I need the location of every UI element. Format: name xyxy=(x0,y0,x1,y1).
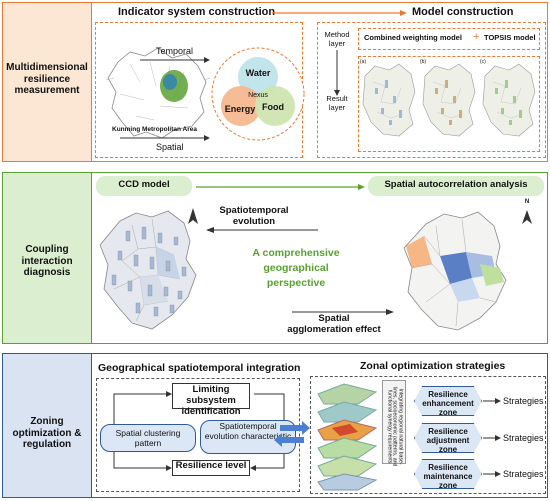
ccd-to-autocorr-arrow xyxy=(196,184,365,190)
integration-flow-lines xyxy=(113,391,285,471)
layered-maps xyxy=(317,383,378,491)
method-layer-label: Method layer xyxy=(324,30,350,48)
temporal-label: Temporal xyxy=(156,46,194,56)
integration-dashed-box xyxy=(96,378,300,492)
comprehensive-perspective-label: A comprehensive geographical perspective xyxy=(252,247,340,290)
bidirectional-arrows-icon xyxy=(274,421,310,447)
method-dashed-box xyxy=(358,28,540,50)
integration-title: Geographical spatiotemporal integration xyxy=(98,362,301,374)
evolution-characteristic-label: Spatiotemporal evolution characteristic xyxy=(204,421,292,441)
evolution-arrow xyxy=(206,227,318,233)
nexus-water-label: Water xyxy=(245,68,271,78)
spatial-autocorrelation-label: Spatial autocorrelation analysis xyxy=(384,179,528,190)
model-construction-title: Model construction xyxy=(412,6,514,18)
north-label: N xyxy=(524,199,530,205)
clustering-pattern-box xyxy=(100,424,196,452)
wef-nexus-diagram xyxy=(211,47,305,141)
plus-sign: + xyxy=(473,31,480,43)
nexus-center-label: Nexus xyxy=(248,92,268,99)
limiting-subsystem-box xyxy=(172,383,250,409)
zone-adjustment-hex xyxy=(414,423,482,453)
integrating-text: Integrating regional natural base-lines,… xyxy=(386,386,404,467)
ccd-model-label: CCD model xyxy=(118,179,170,190)
nexus-energy-label: Energy xyxy=(224,104,256,114)
result-map-tag-c: (c) xyxy=(480,59,486,65)
section-zoning-label-box xyxy=(2,353,92,498)
combined-weighting-model: Combined weighting model xyxy=(364,33,462,42)
strategy-maintenance-label: Strategies xyxy=(503,469,544,479)
zone-enhancement-label: Resilience enhancement zone xyxy=(422,390,474,418)
resilience-level-label: Resilience level xyxy=(175,460,247,471)
strategy-adjustment-label: Strategies xyxy=(503,433,544,443)
strategy-enhancement-label: Strategies xyxy=(503,396,544,406)
model-dashed-box xyxy=(317,22,546,158)
yunnan-province-map xyxy=(105,47,211,139)
integrating-text-box xyxy=(382,380,406,464)
section-measurement-label-box xyxy=(2,2,92,162)
result-maps xyxy=(362,63,536,137)
spatiotemporal-evolution-label: Spatiotemporal evolution xyxy=(219,205,289,227)
north-arrow-left-icon xyxy=(188,208,198,224)
zone-enhancement-hex xyxy=(414,386,482,416)
result-dashed-box xyxy=(358,56,540,152)
spatial-autocorrelation-box xyxy=(368,176,544,196)
method-to-result-arrow xyxy=(334,50,340,96)
section-zoning-label: Zoning optimization & regulation xyxy=(12,416,82,450)
dimension-arrows xyxy=(120,57,210,141)
zone-maintenance-hex xyxy=(414,459,482,489)
strategy-arrows xyxy=(483,398,501,477)
zonal-dashed-box xyxy=(310,376,546,494)
result-layer-label: Result layer xyxy=(326,94,348,112)
section-coupling-label: Coupling interaction diagnosis xyxy=(21,244,73,278)
agglomeration-effect-label: Spatial agglomeration effect xyxy=(287,313,381,335)
section-coupling-label-box xyxy=(2,172,92,344)
result-map-tag-b: (b) xyxy=(420,59,427,65)
autocorrelation-map xyxy=(403,211,507,331)
title-connector-arrow xyxy=(272,10,407,16)
zonal-title: Zonal optimization strategies xyxy=(360,360,506,372)
ccd-model-box xyxy=(96,176,192,196)
limiting-subsystem-label: Limiting subsystem identification xyxy=(181,384,241,417)
result-map-tag-a: (a) xyxy=(360,59,367,65)
topsis-model: TOPSIS model xyxy=(484,33,536,42)
nexus-food-label: Food xyxy=(262,102,284,112)
kunming-area-label: Kunming Metropolitan Area xyxy=(112,126,197,133)
agglomeration-arrow xyxy=(292,309,394,315)
zone-maintenance-label: Resilience maintenance zone xyxy=(423,463,473,491)
indicator-system-title: Indicator system construction xyxy=(118,6,276,18)
spatial-label: Spatial xyxy=(156,142,184,152)
section-measurement-label: Multidimensional resilience measurement xyxy=(6,62,88,96)
north-arrow-right-icon xyxy=(522,210,532,224)
resilience-level-box xyxy=(172,460,250,476)
ccd-map xyxy=(99,210,197,330)
zone-adjustment-label: Resilience adjustment zone xyxy=(426,427,470,455)
clustering-pattern-label: Spatial clustering pattern xyxy=(115,428,181,448)
